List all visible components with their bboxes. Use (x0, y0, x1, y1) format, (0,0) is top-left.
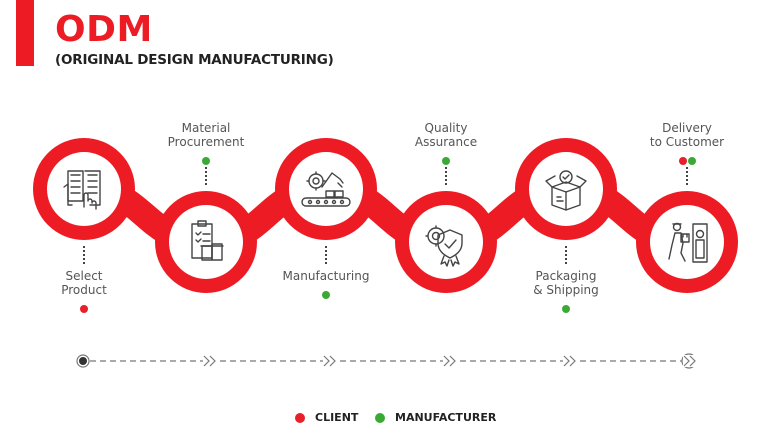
owner-dot-manufacturer (442, 157, 450, 165)
flow-band (33, 138, 738, 293)
timeline-double-chevron-icon (443, 355, 456, 367)
owner-dot-manufacturer (687, 157, 696, 165)
robotic-assembly-line-icon (301, 171, 351, 207)
step-label-line1: Select (65, 269, 103, 283)
step-inner-2 (169, 205, 243, 279)
step-label-line2: Procurement (167, 135, 245, 149)
owner-dot-client (80, 305, 88, 313)
courier-delivery-icon (668, 222, 708, 263)
step-leader-5 (565, 246, 569, 264)
quality-badge-gear-icon (425, 225, 463, 267)
step-label-line1: Material (181, 121, 231, 135)
step-label-3: Manufacturing (283, 269, 370, 283)
legend-label-client: CLIENT (315, 411, 359, 424)
accent-bar (16, 0, 34, 66)
owner-dot-client (678, 157, 687, 165)
legend-label-manufacturer: MANUFACTURER (395, 411, 497, 424)
step-leader-3 (325, 246, 329, 264)
step-label-line2: Product (61, 283, 107, 297)
timeline-double-chevron-icon (203, 355, 216, 367)
step-icons (63, 170, 708, 267)
legend-item-client: CLIENT (295, 411, 358, 424)
owner-dot-manufacturer (562, 305, 570, 313)
page-subtitle: (ORIGINAL DESIGN MANUFACTURING) (55, 52, 334, 68)
step-label-line1: Manufacturing (282, 269, 370, 283)
step-leader-4 (445, 167, 449, 185)
step-label-5: Packaging& Shipping (533, 269, 599, 297)
page-title: ODM (55, 9, 153, 50)
step-leader-6 (686, 167, 690, 185)
owner-dot-manufacturer (322, 291, 330, 299)
step-label-line1: Quality (424, 121, 468, 135)
step-inner-3 (289, 152, 363, 226)
timeline-double-chevron-icon (323, 355, 336, 367)
client-legend-dot (295, 412, 305, 423)
step-leader-2 (205, 167, 209, 185)
step-label-line2: Assurance (414, 135, 478, 149)
timeline-double-chevron-icon (683, 355, 696, 367)
step-label-line2: & Shipping (533, 283, 599, 297)
timeline (76, 353, 697, 369)
clipboard-materials-icon (191, 220, 224, 261)
step-inner-1 (47, 152, 121, 226)
manufacturer-legend-dot (375, 412, 385, 423)
step-label-line2: to Customer (649, 135, 725, 149)
owner-dot-manufacturer (202, 157, 210, 165)
step-label-line1: Delivery (662, 121, 712, 135)
catalog-selection-icon (63, 170, 101, 210)
step-inner-5 (529, 152, 603, 226)
legend-item-manufacturer: MANUFACTURER (375, 411, 496, 424)
timeline-start-dot (79, 357, 87, 365)
package-check-icon (545, 170, 587, 211)
step-label-line1: Packaging (535, 269, 597, 283)
timeline-double-chevron-icon (563, 355, 576, 367)
step-inner-4 (409, 205, 483, 279)
step-leader-1 (83, 246, 87, 264)
